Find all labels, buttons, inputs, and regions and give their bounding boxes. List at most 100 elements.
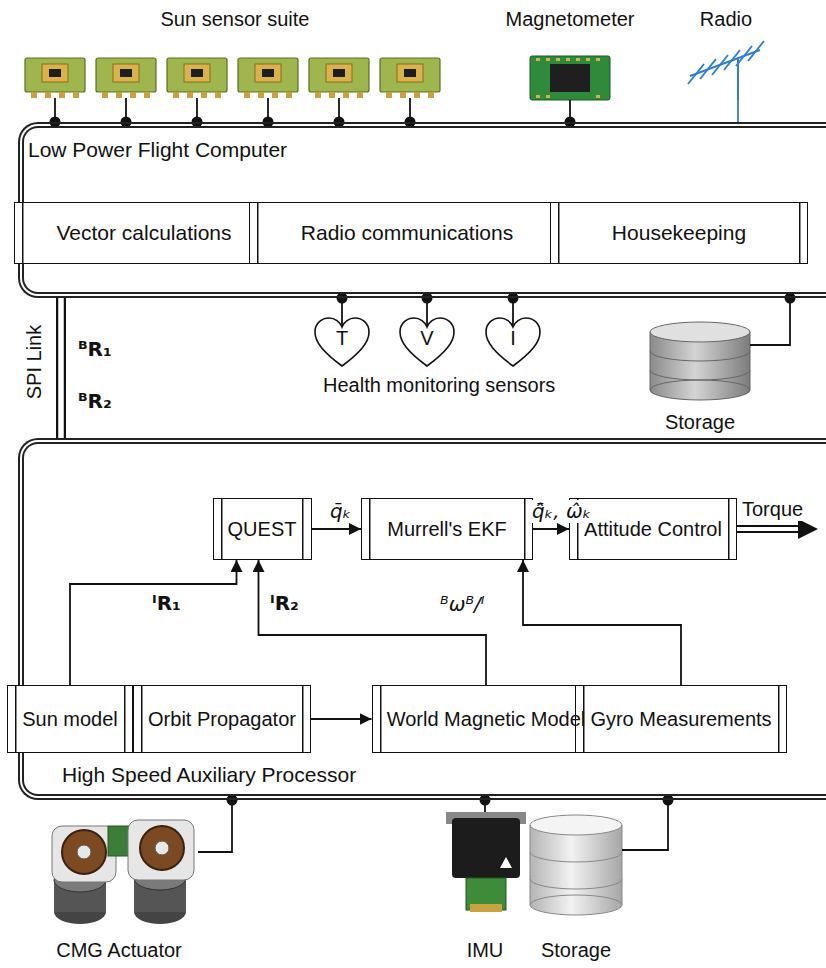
cylinder-base (650, 380, 750, 400)
connector (470, 904, 502, 912)
process-box: Sun model (7, 685, 133, 753)
process-box: Gyro Measurements (575, 685, 787, 753)
sun-sensor-chip (309, 58, 369, 98)
output-label: Torque (740, 498, 805, 521)
sun-sensor-chip (167, 58, 227, 98)
imu: IMU (442, 812, 528, 962)
antenna-element (688, 64, 704, 84)
signal-name: ᴵR₁ (150, 592, 183, 615)
connector (198, 795, 238, 853)
cylinder-side (622, 825, 623, 905)
health-sensor: T (313, 316, 371, 368)
connector-line (198, 800, 232, 852)
storage-cylinder (650, 322, 750, 400)
rotor (140, 826, 184, 870)
panel-heading: Low Power Flight Computer (28, 138, 826, 162)
cylinder-side (530, 825, 531, 905)
process-box: Murrell's EKF (361, 498, 533, 560)
box-label: Orbit Propagator (148, 708, 296, 731)
box-label: Housekeeping (612, 221, 746, 245)
cylinder-band (530, 879, 622, 889)
heart-shape (486, 318, 540, 366)
connector-line (750, 298, 790, 345)
sun-sensor-chip (238, 58, 298, 98)
part-name: CMG Actuator (56, 939, 182, 962)
connector-line (737, 100, 739, 122)
box-label: World Magnetic Model (387, 708, 586, 731)
connector-line (311, 718, 372, 720)
box-label: Sun model (22, 708, 118, 731)
sensor-letter: T (336, 327, 348, 358)
rotor-hub (77, 845, 91, 859)
box-label: Gyro Measurements (590, 708, 771, 731)
storage-cylinder (530, 815, 622, 915)
panel-heading: High Speed Auxiliary Processor (62, 763, 826, 787)
antenna-element (700, 59, 716, 79)
magnetometer: Magnetometer (504, 8, 637, 100)
connector (61, 298, 62, 438)
process-box: Orbit Propagator (133, 685, 311, 753)
connector (70, 560, 237, 685)
connector (533, 529, 569, 530)
signal-name: ᴮR₁ (76, 338, 114, 361)
antenna-boom (690, 50, 760, 76)
radio-antenna: Radio (688, 8, 764, 100)
sun-sensor-chips (25, 58, 440, 98)
storage-unit: Storage (650, 322, 750, 434)
cylinder-side (650, 332, 651, 390)
pins (536, 58, 600, 98)
link-gap (58, 298, 64, 438)
sun-sensor-chip (96, 58, 156, 98)
sun-sensor-chip (25, 58, 85, 98)
connector-line (70, 560, 237, 685)
connector (750, 293, 796, 346)
part-name: Storage (665, 411, 735, 434)
heart-shape (315, 318, 369, 366)
rotor-hub (155, 841, 169, 855)
cmg-actuator-picture (52, 820, 194, 924)
antenna-feed (737, 58, 739, 100)
connector-line (622, 800, 668, 850)
antenna-element (748, 41, 764, 61)
connector-line (259, 560, 487, 685)
process-box: QUEST (213, 498, 312, 560)
circuit-board (108, 826, 130, 856)
cylinder-top (650, 322, 750, 342)
connector-line (533, 528, 569, 530)
cylinder-band (650, 351, 750, 361)
sensor-letter: V (420, 327, 433, 358)
link-name: SPI Link (23, 323, 46, 401)
part-name: Radio (700, 8, 752, 31)
health-sensor: I (484, 316, 542, 368)
signal-name: q̄̂ₖ, ω̂ₖ (530, 500, 593, 523)
box-label: Attitude Control (584, 518, 722, 541)
cylinder-side (750, 332, 751, 390)
signal-name: ᴵR₂ (268, 592, 301, 615)
cylinder-base (530, 895, 622, 915)
part-name: Storage (541, 939, 611, 962)
logo-mark (500, 857, 512, 868)
box-label: QUEST (228, 518, 297, 541)
cmg-actuator: CMG Actuator (40, 812, 198, 962)
signal-name: ᴮR₂ (76, 390, 114, 413)
connector (312, 529, 362, 530)
radio-antenna (688, 41, 764, 100)
group-label: Health monitoring sensors (321, 374, 557, 397)
rotor (62, 830, 106, 874)
cylinder-body (530, 825, 622, 905)
processor-panel: High Speed Auxiliary Processor QUEST Murre… (18, 438, 826, 800)
signal-name: q̄ₖ (328, 500, 353, 523)
link-outline (56, 298, 66, 438)
health-sensor: V (398, 316, 456, 368)
box-label: Murrell's EKF (387, 518, 506, 541)
heart-shape (400, 318, 454, 366)
connector-line (523, 560, 681, 685)
sensor-group: Sun sensor suite (20, 8, 450, 98)
sensor-letter: I (510, 327, 516, 358)
process-box: Vector calculations (14, 202, 274, 264)
imu-case (452, 818, 520, 878)
box-label: Radio communications (301, 221, 513, 245)
process-box: Radio communications (249, 202, 566, 264)
